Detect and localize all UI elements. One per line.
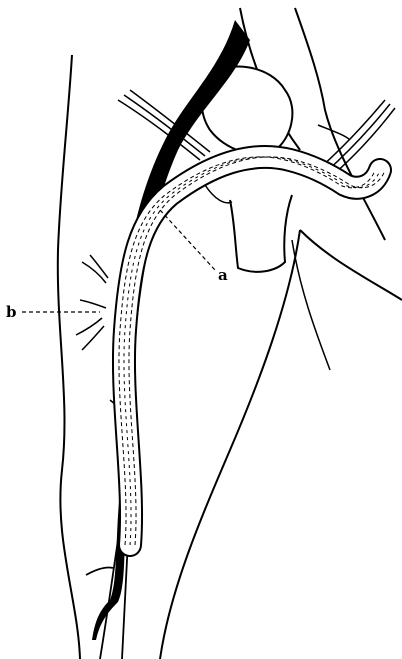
- label-b: b: [6, 305, 17, 320]
- pubic-ramus: [230, 195, 292, 272]
- right-leg-inner-contour: [292, 240, 330, 370]
- leader-line-a: [160, 210, 215, 270]
- obturator-contour: [205, 185, 232, 203]
- inner-thigh-contour: [160, 230, 300, 659]
- pelvic-right-contour: [295, 8, 385, 240]
- outer-thigh-contour: [58, 55, 80, 659]
- right-leg-contour: [300, 230, 402, 300]
- label-a: a: [218, 268, 228, 283]
